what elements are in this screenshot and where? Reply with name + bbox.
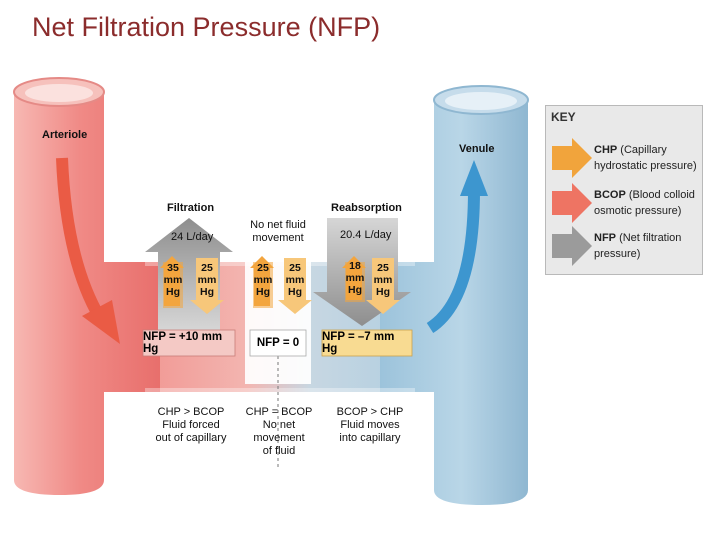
filtration-rate: 24 L/day — [171, 231, 214, 243]
key-item-chp: CHP (Capillary hydrostatic pressure) — [550, 138, 700, 180]
page-title: Net Filtration Pressure (NFP) — [32, 12, 381, 42]
reabsorption-heading: Reabsorption — [331, 202, 402, 214]
blood-flow-arrow-venule — [426, 189, 480, 334]
key-item-nfp: NFP (Net filtration pressure) — [550, 226, 700, 268]
filtration-nfp-box — [142, 329, 236, 357]
salmon-arrow-icon — [552, 183, 592, 223]
blood-flow-arrow-arteriole — [56, 157, 106, 322]
legend-key: KEY CHP (Capillary hydrostatic pressure)… — [545, 105, 703, 275]
equilibrium-nfp-value: NFP = 0 — [256, 337, 300, 349]
key-item-bcop: BCOP (Blood colloid osmotic pressure) — [550, 183, 700, 225]
reabsorption-bcop-arrow — [366, 258, 400, 314]
equilibrium-nfp-box — [249, 329, 307, 357]
equilibrium-bcop-arrow — [278, 258, 312, 314]
reabsorption-nfp-box — [321, 329, 413, 357]
arteriole-label: Arteriole — [42, 129, 88, 141]
gray-arrow-icon — [552, 226, 592, 266]
key-title: KEY — [551, 110, 576, 124]
reabsorption-nfp-value: NFP = –7 mm Hg — [322, 331, 395, 355]
venule-label: Venule — [459, 143, 495, 155]
filtration-bcop-arrow — [190, 258, 224, 314]
orange-arrow-icon — [552, 138, 592, 178]
filtration-nfp-value: NFP = +10 mm Hg — [143, 331, 223, 355]
filtration-heading: Filtration — [167, 202, 215, 214]
reabsorption-rate: 20.4 L/day — [340, 229, 392, 241]
